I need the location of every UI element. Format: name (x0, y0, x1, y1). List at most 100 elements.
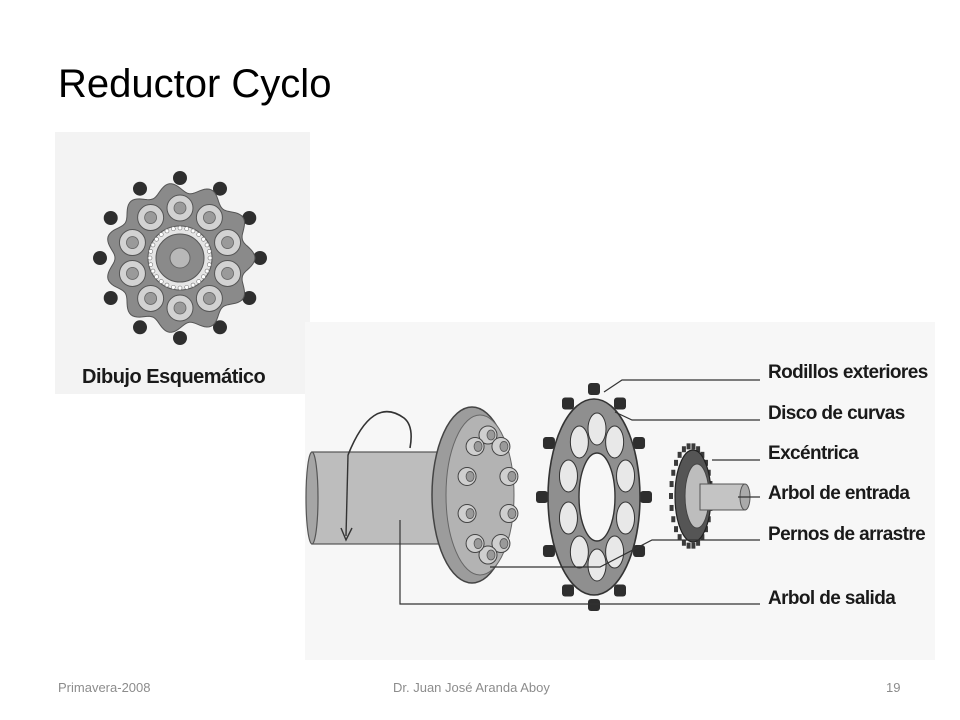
schematic-drawing (93, 171, 267, 345)
schematic-label: Dibujo Esquemático (82, 366, 266, 388)
bearing-needle (674, 459, 679, 466)
schematic-pin (126, 267, 139, 280)
schematic-needle (147, 255, 153, 261)
bearing-needle (671, 469, 676, 476)
rotation-arrow-top (347, 410, 412, 456)
cam-pin-hole (569, 425, 589, 459)
schematic-pin (202, 211, 216, 224)
schematic-pin (144, 292, 158, 305)
schematic-pin (173, 301, 187, 315)
output-shaft-body (311, 451, 453, 545)
callout-arbol-de-entrada: Arbol de entrada (768, 483, 910, 504)
schematic-needle (150, 268, 156, 274)
flange-pin-head (507, 471, 517, 482)
schematic-needle (201, 236, 206, 242)
schematic-needle (158, 279, 164, 284)
schematic-needle (148, 249, 154, 254)
cam-pin-hole (616, 459, 636, 493)
callout-excentrica: Excéntrica (768, 443, 859, 464)
cam-outer-roller (614, 584, 626, 597)
flange-pin-head (473, 441, 483, 452)
schematic-needle (184, 284, 189, 290)
bearing-needle (686, 443, 691, 450)
callout-rodillos-exteriores: Rodillos exteriores (768, 362, 928, 383)
schematic-needle (171, 226, 176, 232)
bearing-needle (691, 443, 696, 450)
cam-pin-hole (558, 501, 578, 535)
schematic-needle (190, 228, 196, 234)
bearing-needle (677, 534, 682, 541)
schematic-outer-roller (133, 320, 147, 335)
schematic-needle (164, 228, 170, 234)
flange-pin-head (499, 538, 509, 549)
schematic-outer-roller (93, 251, 107, 265)
schematic-outer-roller (242, 211, 257, 225)
schematic-needle (154, 274, 159, 280)
schematic-outer-roller (213, 320, 227, 335)
cam-pin-hole (587, 412, 607, 446)
cam-pin-hole (605, 535, 625, 569)
schematic-needle (206, 262, 212, 267)
schematic-outer-roller (173, 171, 187, 185)
schematic-pin (144, 211, 158, 224)
cam-outer-roller (633, 437, 646, 449)
bearing-needle (674, 526, 679, 533)
callout-disco-de-curvas: Disco de curvas (768, 403, 905, 424)
footer-page-number: 19 (886, 680, 901, 695)
flange-pin-head (465, 508, 475, 519)
cam-outer-roller (536, 491, 548, 503)
schematic-pin (221, 267, 234, 280)
cam-outer-roller (542, 545, 555, 557)
schematic-outer-roller (103, 291, 118, 305)
cam-outer-roller (640, 491, 652, 503)
bearing-needle (691, 542, 696, 549)
bearing-needle (677, 451, 682, 458)
schematic-pin (202, 292, 216, 305)
schematic-outer-roller (253, 251, 267, 265)
leader-rodillos (603, 379, 760, 393)
cam-outer-roller (588, 599, 600, 611)
schematic-needle (206, 249, 212, 254)
schematic-needle (190, 282, 196, 288)
cam-pin-hole (558, 459, 578, 493)
bearing-needle (686, 542, 691, 549)
flange-pin-head (486, 429, 496, 441)
bearing-needle (669, 481, 674, 488)
schematic-pin (173, 201, 187, 215)
flange-pin-head (507, 508, 517, 519)
schematic-needle (150, 242, 156, 248)
bearing-needle (671, 516, 676, 523)
bearing-needle (700, 451, 705, 458)
slide-title: Reductor Cyclo (58, 62, 332, 106)
schematic-outer-roller (242, 291, 257, 305)
output-shaft-end (305, 451, 319, 545)
output-shaft (305, 451, 453, 545)
schematic-needle (196, 279, 202, 284)
schematic-outer-roller (213, 181, 227, 196)
schematic-needle (196, 232, 202, 237)
schematic-needle (154, 236, 159, 242)
leader-disco (614, 411, 760, 421)
rotation-arrow-side (345, 454, 349, 537)
schematic-needle (177, 225, 183, 231)
schematic-needle (184, 226, 189, 232)
cam-center-hole (578, 452, 616, 542)
schematic-outer-roller (133, 181, 147, 196)
footer-semester: Primavera-2008 (58, 680, 151, 695)
callout-pernos-de-arrastre: Pernos de arrastre (768, 524, 926, 545)
schematic-outer-roller (103, 211, 118, 225)
bearing-needle (669, 493, 673, 499)
bearing-needle (696, 539, 701, 546)
eccentric-and-input-shaft (669, 443, 751, 549)
schematic-needle (177, 285, 183, 291)
callout-leaders (399, 379, 760, 605)
cam-outer-roller (562, 397, 574, 410)
schematic-needle (158, 232, 164, 237)
schematic-pin (126, 236, 139, 249)
schematic-needle (204, 268, 210, 274)
cam-pin-hole (616, 501, 636, 535)
bearing-needle (681, 446, 686, 453)
bearing-needle (696, 446, 701, 453)
leader-arbol-salida (399, 520, 760, 605)
